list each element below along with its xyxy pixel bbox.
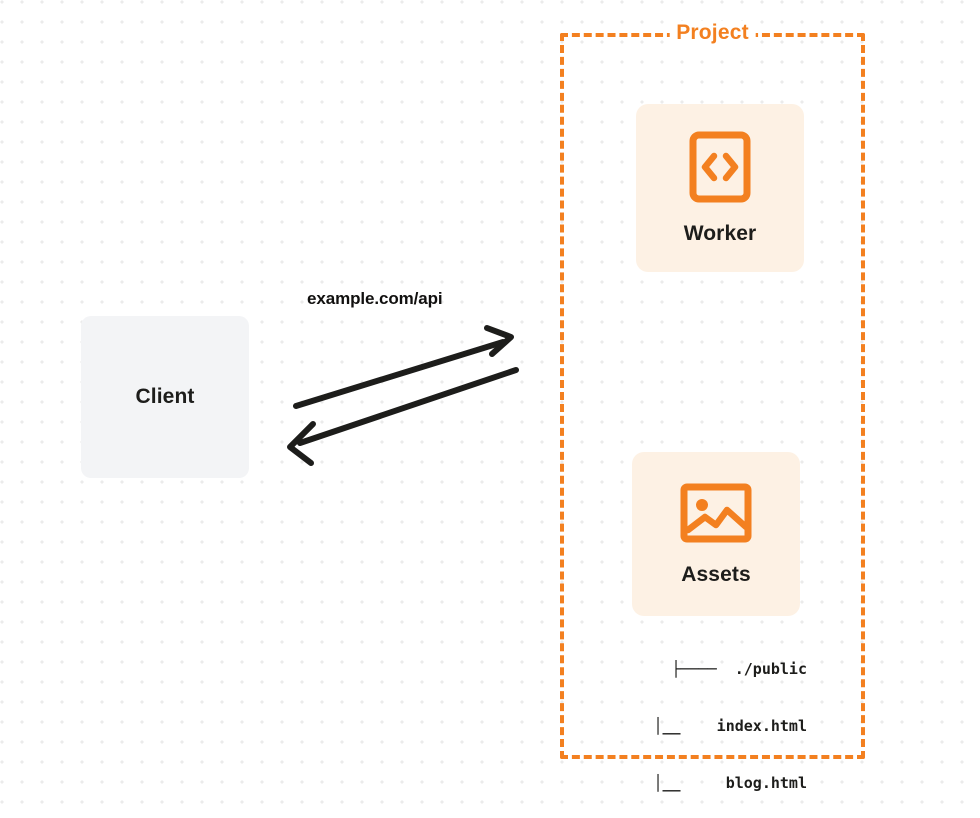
assets-label: Assets — [681, 562, 751, 586]
file-tree-row: ├──── ./public — [671, 660, 807, 678]
file-tree-row: │__ index.html — [635, 717, 807, 735]
client-label: Client — [135, 385, 195, 408]
worker-card[interactable]: Worker — [636, 104, 804, 272]
request-arrow — [293, 325, 514, 409]
asset-file-tree: ├──── ./public │__ index.html │__ blog.h… — [612, 622, 807, 818]
image-picture-icon — [680, 482, 752, 549]
code-brackets-icon — [689, 131, 751, 208]
response-arrow — [287, 367, 519, 466]
client-node[interactable]: Client — [81, 316, 249, 478]
assets-card[interactable]: Assets — [632, 452, 800, 616]
project-title: Project — [669, 21, 756, 45]
project-container: Project Worker Assets — [560, 21, 865, 792]
connection-label: example.com/api — [307, 289, 443, 308]
worker-label: Worker — [683, 221, 757, 245]
file-tree-row: │__ blog.html — [635, 774, 807, 792]
